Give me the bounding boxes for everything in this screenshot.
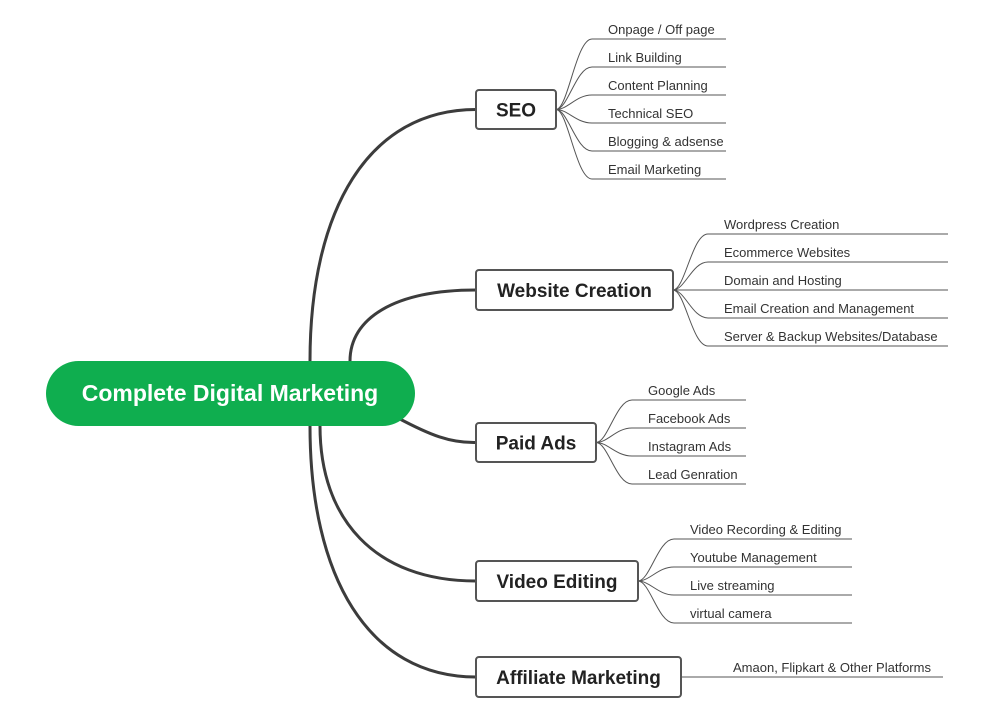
connector-seo <box>308 108 478 363</box>
leaf-label-website-creation[interactable]: Email Creation and Management <box>724 301 914 316</box>
branch-node-shape <box>475 89 557 130</box>
leaf-label-seo[interactable]: Technical SEO <box>608 106 693 121</box>
leaf-line <box>672 289 948 347</box>
branch-node-label: Paid Ads <box>496 434 577 455</box>
branch-node-paid-ads[interactable]: Paid Ads <box>475 422 597 463</box>
leaf-label-seo[interactable]: Blogging & adsense <box>608 134 724 149</box>
root-node-label: Complete Digital Marketing <box>82 380 378 406</box>
branch-node-shape <box>475 560 639 602</box>
leaf-label-website-creation[interactable]: Wordpress Creation <box>724 217 839 232</box>
leaf-line <box>555 109 726 124</box>
branch-node-website-creation[interactable]: Website Creation <box>475 269 674 311</box>
leaf-label-paid-ads[interactable]: Google Ads <box>648 383 716 398</box>
leaf-line <box>672 289 948 319</box>
branch-node-label: Video Editing <box>496 572 617 593</box>
leaf-line <box>637 566 852 582</box>
leaf-line <box>672 233 948 291</box>
branch-node-video-editing[interactable]: Video Editing <box>475 560 639 602</box>
leaf-line <box>595 442 746 485</box>
leaf-line <box>637 580 852 596</box>
leaf-line <box>555 94 726 110</box>
leaf-line <box>555 38 726 110</box>
leaf-line <box>595 427 746 443</box>
leaf-label-paid-ads[interactable]: Lead Genration <box>648 467 738 482</box>
connectors <box>308 108 478 679</box>
branch-node-shape <box>475 269 674 311</box>
leaf-line <box>595 399 746 443</box>
leaf-label-website-creation[interactable]: Server & Backup Websites/Database <box>724 329 938 344</box>
root-node[interactable]: Complete Digital Marketing <box>46 361 415 426</box>
leaf-label-affiliate-marketing[interactable]: Amaon, Flipkart & Other Platforms <box>733 660 931 675</box>
leaf-line <box>555 66 726 110</box>
branch-node-shape <box>475 422 597 463</box>
leaf-label-paid-ads[interactable]: Instagram Ads <box>648 439 732 454</box>
branch-node-seo[interactable]: SEO <box>475 89 557 130</box>
branch-node-shape <box>475 656 682 698</box>
branch-node-affiliate-marketing[interactable]: Affiliate Marketing <box>475 656 682 698</box>
leaf-label-seo[interactable]: Email Marketing <box>608 162 701 177</box>
root-node-shape <box>46 361 415 426</box>
connector-website-creation <box>348 288 478 363</box>
leaf-label-video-editing[interactable]: Youtube Management <box>690 550 817 565</box>
leaf-label-website-creation[interactable]: Ecommerce Websites <box>724 245 851 260</box>
connector-paid-ads <box>396 416 478 445</box>
connector-video-editing <box>318 424 478 583</box>
leaf-line <box>672 261 948 291</box>
leaf-label-paid-ads[interactable]: Facebook Ads <box>648 411 731 426</box>
leaf-label-video-editing[interactable]: virtual camera <box>690 606 772 621</box>
leaf-label-seo[interactable]: Onpage / Off page <box>608 22 715 37</box>
leaf-line <box>555 109 726 152</box>
leaf-line <box>637 538 852 582</box>
branch-node-label: Website Creation <box>497 281 652 302</box>
leaf-line <box>595 442 746 457</box>
leaf-label-video-editing[interactable]: Video Recording & Editing <box>690 522 842 537</box>
leaf-line <box>555 109 726 180</box>
leaf-label-website-creation[interactable]: Domain and Hosting <box>724 273 842 288</box>
branch-node-label: Affiliate Marketing <box>496 668 661 689</box>
connector-affiliate-marketing <box>308 424 478 679</box>
leaf-label-seo[interactable]: Content Planning <box>608 78 708 93</box>
leaf-label-seo[interactable]: Link Building <box>608 50 682 65</box>
leaf-label-video-editing[interactable]: Live streaming <box>690 578 775 593</box>
leaf-line <box>637 580 852 624</box>
branch-node-label: SEO <box>496 101 536 122</box>
